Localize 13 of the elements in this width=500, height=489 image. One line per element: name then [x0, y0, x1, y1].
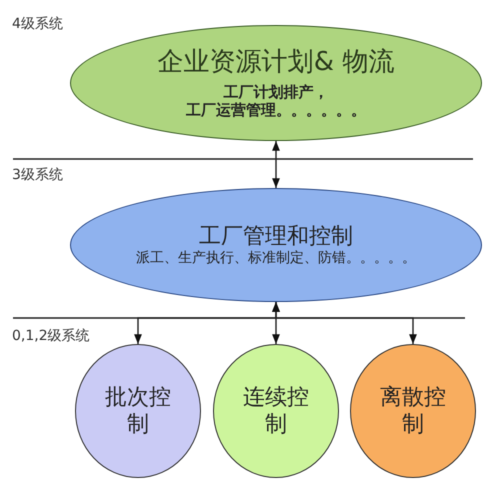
node-text: 工厂计划排产， — [224, 82, 328, 102]
level-label: 0,1,2级系统 — [12, 327, 90, 345]
node-title: 工厂管理和控制 — [199, 222, 353, 250]
level-label: 3级系统 — [12, 166, 63, 184]
node-title: 企业资源计划& 物流 — [158, 46, 394, 78]
node-text: 派工、生产执行、标准制定、防错。。。。。 — [136, 250, 416, 268]
node-text: 工厂运营管理。。。。。。 — [186, 101, 366, 120]
level-label: 4级系统 — [12, 15, 63, 33]
node-title: 连续控制 — [242, 384, 310, 438]
node-title: 离散控制 — [379, 384, 447, 438]
connector-arrow — [272, 141, 280, 188]
connector-arrow — [272, 302, 417, 344]
node-title: 批次控制 — [104, 384, 172, 438]
